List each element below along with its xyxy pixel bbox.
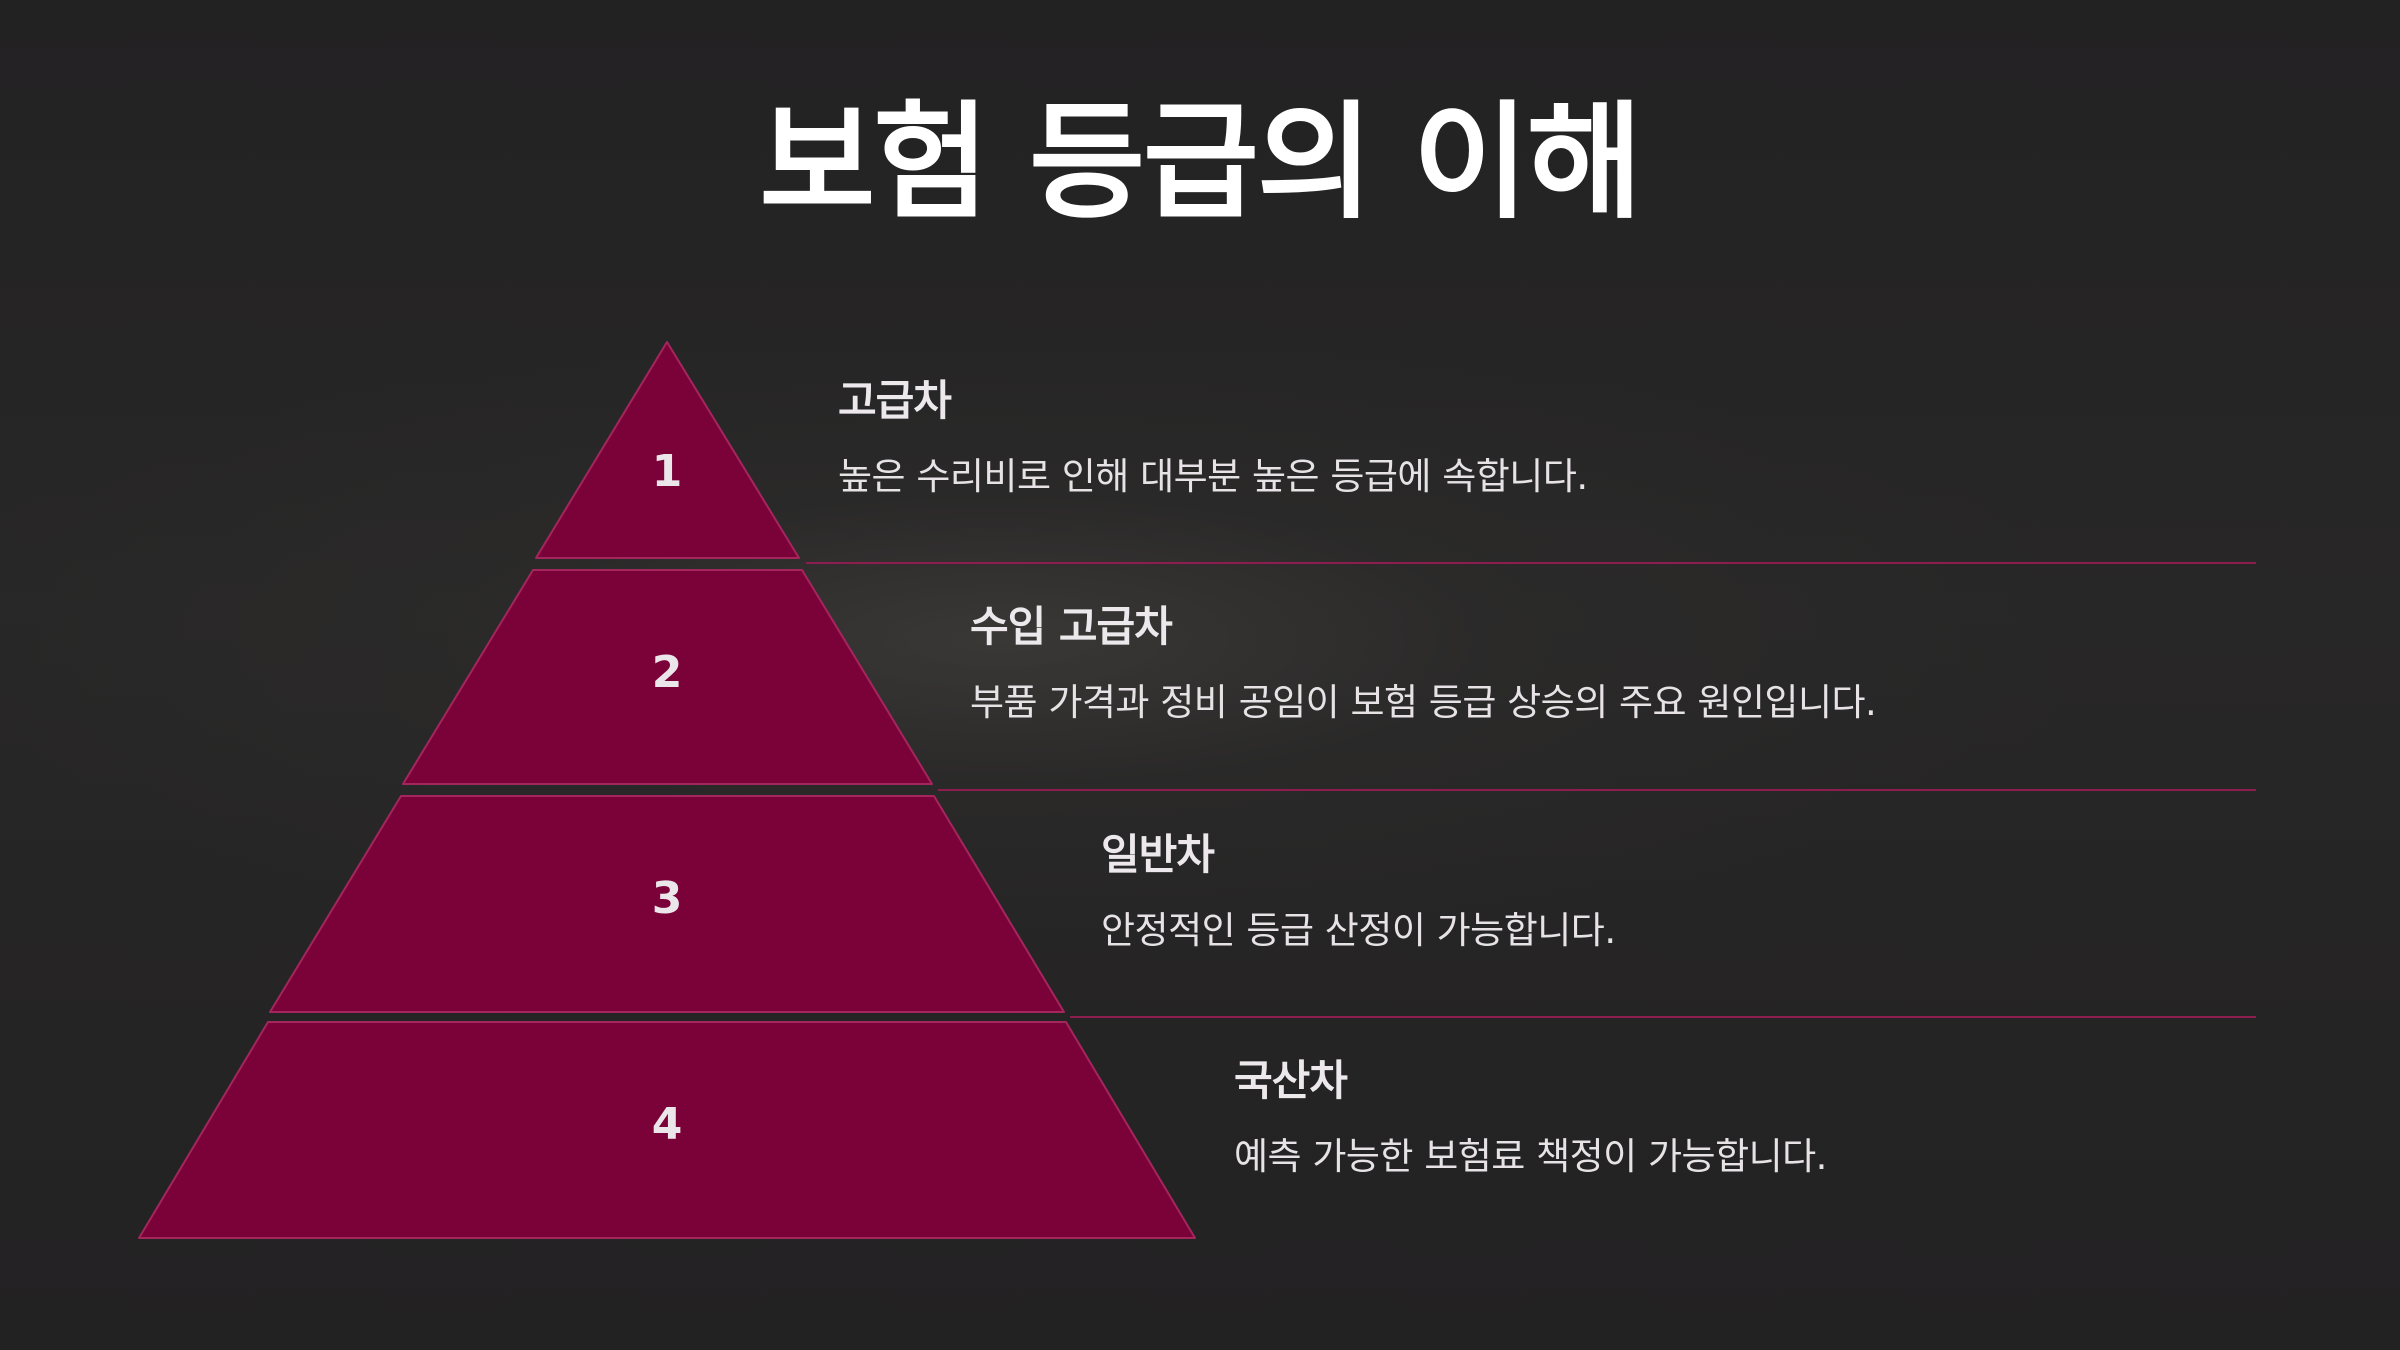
level-2-text: 수입 고급차 부품 가격과 정비 공임이 보험 등급 상승의 주요 원인입니다.: [970, 602, 1877, 724]
page-title: 보험 등급의 이해: [759, 89, 1642, 236]
level-3-heading: 일반차: [1101, 830, 1215, 879]
level-3-text: 일반차 안정적인 등급 산정이 가능합니다.: [1101, 830, 1616, 952]
level-1-text: 고급차 높은 수리비로 인해 대부분 높은 등급에 속합니다.: [838, 376, 1588, 498]
pyramid-tier-2: [402, 569, 933, 785]
level-3-description: 안정적인 등급 산정이 가능합니다.: [1101, 909, 1616, 952]
level-1-heading: 고급차: [838, 376, 952, 425]
level-2-description: 부품 가격과 정비 공임이 보험 등급 상승의 주요 원인입니다.: [970, 681, 1877, 724]
tier-number-4: 4: [652, 1099, 683, 1150]
level-2-heading: 수입 고급차: [970, 602, 1173, 651]
tier-number-3: 3: [652, 873, 683, 924]
tier-number-2: 2: [652, 647, 683, 698]
pyramid-tier-1: [535, 341, 800, 559]
pyramid-tier-4: [138, 1021, 1196, 1239]
level-4-text: 국산차 예측 가능한 보험료 책정이 가능합니다.: [1234, 1056, 1827, 1178]
tier-number-1: 1: [652, 446, 683, 497]
level-4-description: 예측 가능한 보험료 책정이 가능합니다.: [1234, 1135, 1827, 1178]
pyramid-tier-3: [269, 795, 1065, 1013]
level-4-heading: 국산차: [1234, 1056, 1348, 1105]
level-1-description: 높은 수리비로 인해 대부분 높은 등급에 속합니다.: [838, 455, 1588, 498]
